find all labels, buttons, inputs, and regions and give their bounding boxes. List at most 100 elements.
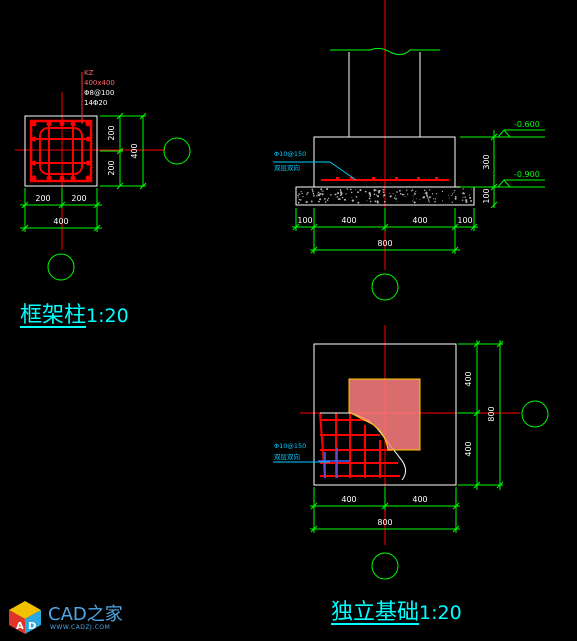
hatch-dot (341, 196, 344, 199)
hatch-dot (416, 198, 418, 200)
svg-text:D: D (28, 621, 36, 632)
hatch-dot (462, 196, 464, 198)
hatch-dot (359, 189, 362, 192)
hatch-dot (344, 198, 346, 201)
plan-axis-bubble-bottom (371, 552, 399, 580)
hatch-dot (395, 198, 397, 200)
hatch-dot (461, 199, 464, 201)
hatch-dot (399, 189, 401, 192)
hatch-dot (405, 189, 408, 191)
hatch-dot (306, 193, 308, 195)
column-dim-h-total: 400 (53, 217, 68, 226)
hatch-dot (383, 194, 386, 196)
column-dim-v-total: 400 (130, 143, 139, 158)
hatch-dot (451, 201, 453, 203)
hatch-dot (383, 189, 385, 191)
hatch-dot (324, 198, 326, 200)
hatch-dot (316, 195, 318, 197)
plan-dim-v-total: 800 (487, 406, 496, 421)
cushion-layer (295, 186, 475, 206)
section-dim-cushion: 100 (482, 188, 491, 203)
hatch-dot (355, 196, 358, 198)
plan-outline (313, 343, 457, 486)
column-size: 400x400 (84, 79, 115, 87)
hatch-dot (422, 196, 426, 199)
hatch-dot (415, 190, 417, 192)
hatch-dot (327, 197, 330, 200)
hatch-dot (298, 198, 301, 201)
column-stirrup (29, 119, 93, 183)
hatch-dot (374, 200, 377, 203)
hatch-dot (369, 200, 372, 203)
hatch-dot (451, 195, 453, 197)
foundation-plan: Φ10@150 双层双向 400 400 800 (273, 325, 549, 580)
logo-brand: CAD之家 (48, 604, 123, 625)
hatch-dot (320, 188, 323, 191)
hatch-dot (364, 190, 367, 193)
column-title-text: 框架柱 (20, 303, 87, 328)
hatch-dot (313, 193, 314, 195)
foundation-title-text: 独立基础 (331, 600, 420, 625)
plan-dim-h-total: 800 (377, 518, 392, 527)
column-stirrup-note: Φ8@100 (84, 89, 114, 97)
column-title-scale: 1:20 (86, 305, 129, 327)
hatch-dot (317, 191, 320, 194)
foundation-title-scale: 1:20 (419, 602, 462, 624)
hatch-dot (311, 189, 313, 191)
hatch-dot (423, 193, 425, 194)
plan-rebar-grid (319, 412, 400, 479)
hatch-dot (411, 190, 413, 192)
logo-cube-icon: A D (9, 601, 41, 634)
logo-url: WWW.CADZJ.COM (50, 624, 111, 631)
hatch-dot (436, 193, 438, 195)
hatch-dot (441, 190, 444, 193)
plan-rebar-note-2: 双层双向 (274, 452, 300, 461)
hatch-dot (404, 196, 406, 198)
hatch-dot (313, 195, 315, 197)
hatch-dot (465, 199, 468, 202)
hatch-dot (442, 200, 443, 202)
hatch-dot (392, 193, 394, 195)
hatch-dot (452, 193, 454, 195)
hatch-dot (429, 196, 431, 199)
hatch-dot (301, 192, 303, 195)
hatch-dot (468, 194, 471, 196)
hatch-dot (462, 188, 464, 190)
column-dim-h-right: 200 (71, 194, 86, 203)
hatch-dot (393, 197, 396, 199)
plan-rebar-note: Φ10@150 (274, 442, 306, 450)
hatch-dot (312, 191, 314, 193)
hatch-dot (337, 192, 339, 194)
hatch-dot (324, 201, 327, 203)
hatch-dot (383, 200, 386, 203)
hatch-dot (373, 193, 376, 196)
hatch-dot (351, 199, 354, 202)
hatch-dot (434, 201, 436, 203)
foundation-section: Φ10@150 双层双向 -0.600 -0.900 300 100 (273, 0, 545, 301)
hatch-dot (336, 194, 338, 195)
hatch-dot (413, 193, 416, 195)
hatch-dot (307, 191, 309, 194)
foundation-title: 独立基础1:20 (331, 594, 462, 626)
hatch-dot (373, 189, 376, 192)
hatch-dot (407, 193, 409, 195)
section-axis-bubble (371, 273, 399, 301)
section-dim-total: 800 (377, 239, 392, 248)
hatch-dot (434, 198, 437, 200)
hatch-dot (389, 195, 392, 198)
hatch-dot (369, 195, 372, 197)
hatch-dot (319, 198, 322, 201)
hatch-dot (326, 199, 329, 201)
cadzj-logo: A D CAD之家 WWW.CADZJ.COM (6, 598, 136, 638)
hatch-dot (319, 192, 322, 195)
section-dim-left-cushion: 100 (297, 216, 312, 225)
plan-dim-h-right: 400 (412, 495, 427, 504)
hatch-dot (377, 191, 380, 194)
hatch-dot (382, 189, 384, 191)
hatch-dot (411, 189, 414, 191)
hatch-dot (433, 198, 435, 200)
hatch-dot (382, 196, 384, 198)
hatch-dot (428, 201, 430, 203)
column-outline (24, 115, 98, 187)
